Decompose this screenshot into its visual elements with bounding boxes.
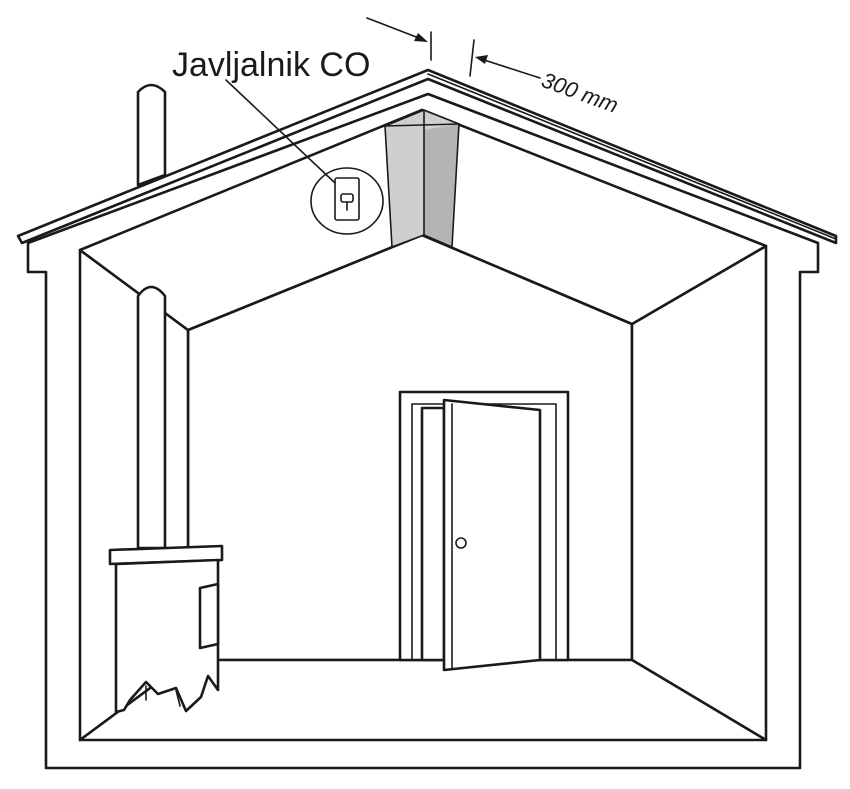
stove-pipe: [136, 285, 167, 550]
co-detector: [310, 167, 384, 235]
detector-leader-line: [225, 79, 336, 184]
roof-chimney: [136, 83, 167, 187]
door: [398, 390, 570, 672]
door-knob: [455, 537, 467, 549]
dimension-marker: [366, 17, 541, 79]
detector-label: Javljalnik CO: [172, 46, 370, 84]
ridge-vent: [384, 109, 460, 248]
arrow-right-head: [475, 55, 488, 64]
wood-stove: [108, 544, 224, 714]
distance-label: 300 mm: [538, 67, 621, 118]
roof: [16, 68, 838, 245]
arrow-left-head: [414, 33, 428, 42]
